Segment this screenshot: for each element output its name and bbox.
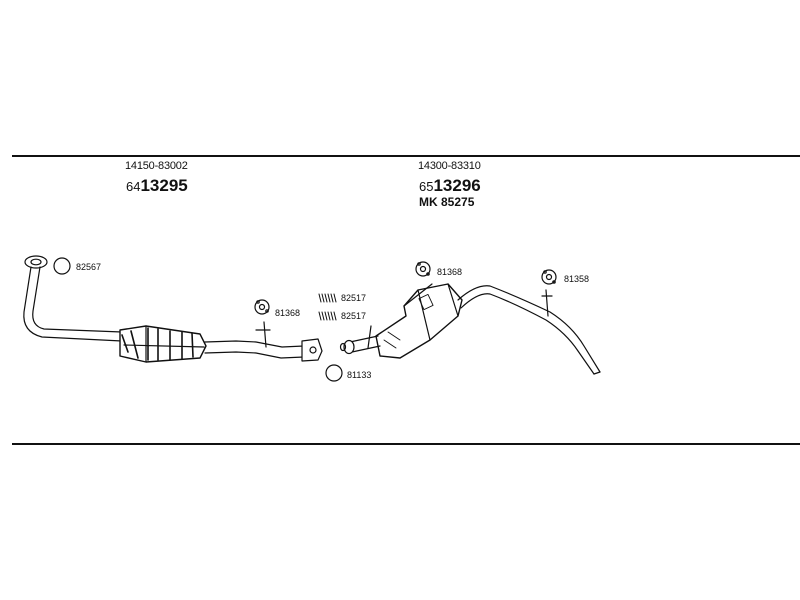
rear-kit-number: MK 85275 bbox=[419, 195, 475, 209]
rear-part-main: 13296 bbox=[433, 176, 481, 195]
spring-b-icon bbox=[318, 311, 337, 321]
gasket-front-icon bbox=[53, 257, 71, 275]
rear-oe-number: 14300-83310 bbox=[418, 160, 481, 172]
rear-tail-pipe bbox=[457, 285, 601, 375]
label-spring-a: 82517 bbox=[341, 293, 367, 303]
front-pipe bbox=[23, 255, 123, 342]
front-part-prefix: 64 bbox=[126, 179, 141, 194]
front-part-number: 6413295 bbox=[126, 176, 188, 196]
ring-joint-icon bbox=[325, 364, 343, 382]
front-oe-number: 14150-83002 bbox=[125, 160, 188, 172]
front-part-main: 13295 bbox=[140, 176, 188, 195]
hanger-mid-icon bbox=[254, 299, 270, 315]
front-silencer bbox=[119, 325, 207, 363]
label-ring-joint: 81133 bbox=[347, 370, 372, 380]
label-hanger-rear-a: 81368 bbox=[437, 267, 463, 277]
rear-inlet-pipe bbox=[339, 325, 381, 355]
label-hanger-mid: 81368 bbox=[275, 308, 301, 318]
spring-a-icon bbox=[318, 293, 337, 303]
rear-part-prefix: 65 bbox=[419, 179, 434, 194]
label-spring-b: 82517 bbox=[341, 311, 367, 321]
rear-part-number: 6513296 bbox=[419, 176, 481, 196]
hanger-rear-b-icon bbox=[541, 269, 557, 285]
label-hanger-rear-b: 81358 bbox=[564, 274, 590, 284]
hanger-rear-a-icon bbox=[415, 261, 431, 277]
rear-silencer bbox=[375, 283, 463, 359]
bottom-divider bbox=[12, 443, 800, 445]
top-divider bbox=[12, 155, 800, 157]
center-pipe bbox=[204, 321, 323, 362]
label-gasket-front: 82567 bbox=[76, 262, 102, 272]
